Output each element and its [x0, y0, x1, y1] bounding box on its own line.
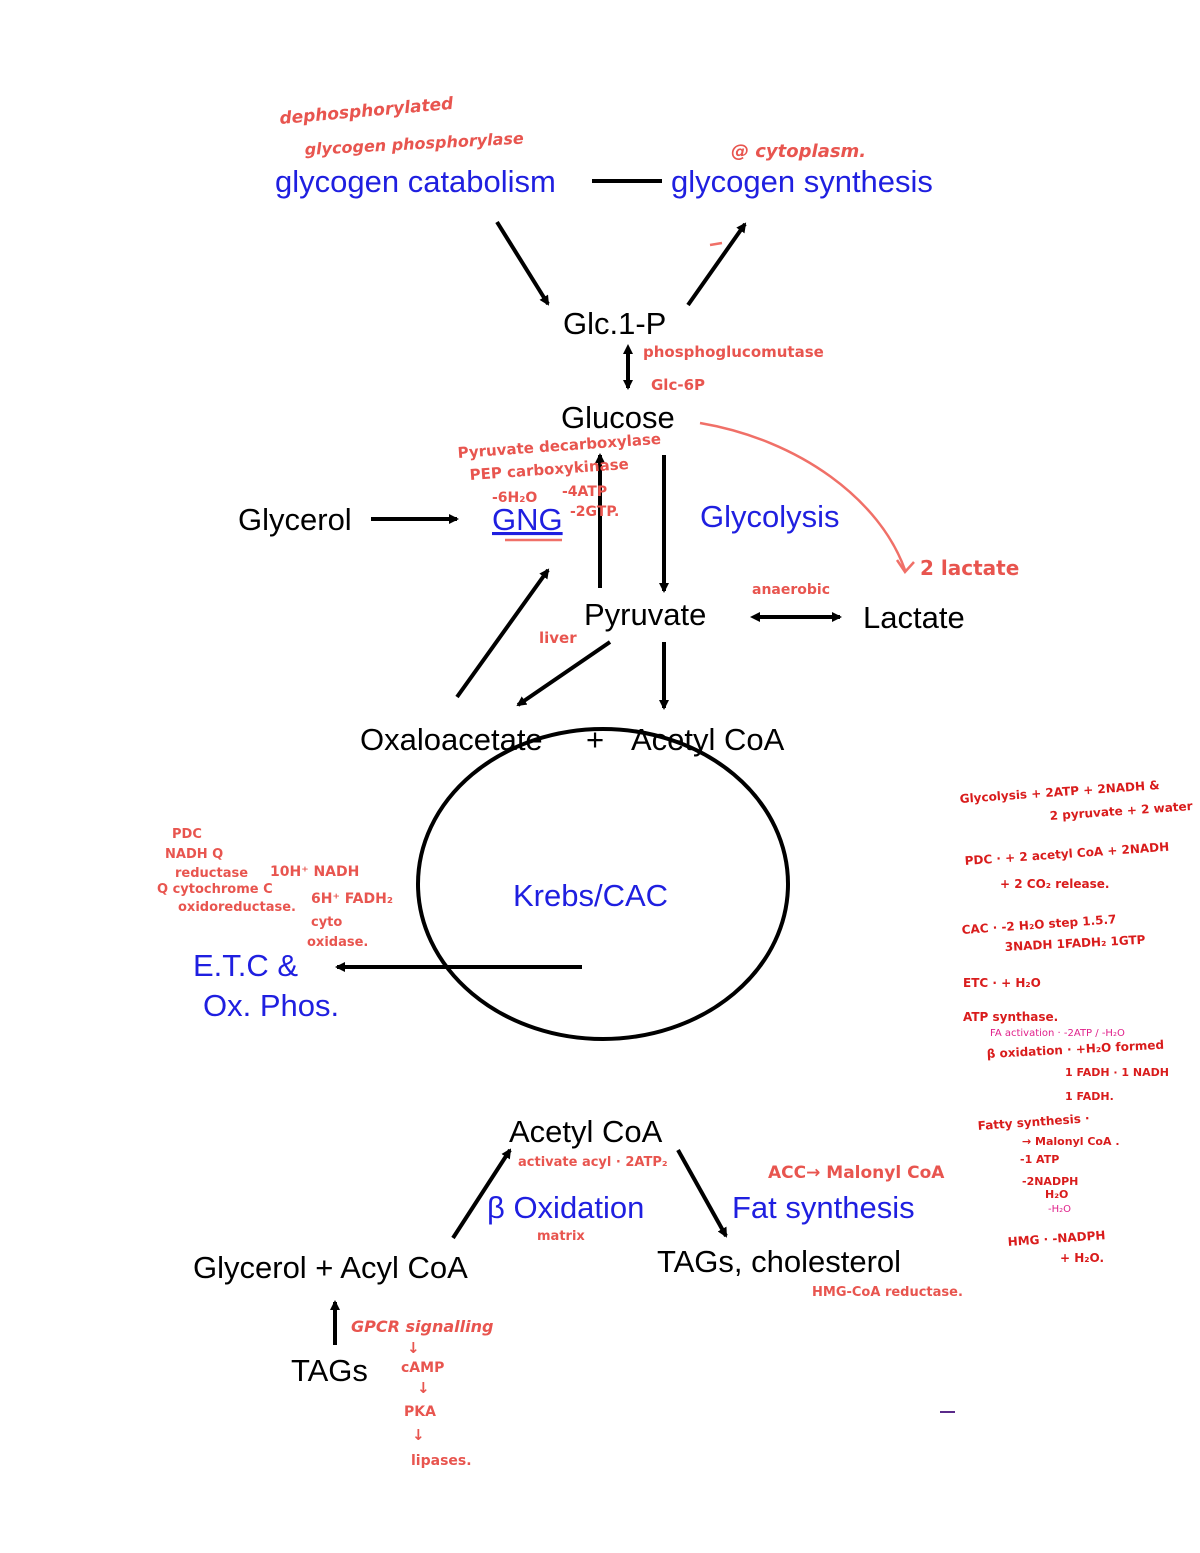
arrow-acetylcoa-to-tags: [676, 1149, 728, 1238]
summary-note: H₂O: [1045, 1188, 1068, 1201]
summary-note: HMG · -NADPH: [1007, 1228, 1106, 1249]
note-hmg-coa-reductase: HMG-CoA reductase.: [812, 1285, 963, 1300]
note-etc-nadh-q: NADH Q: [165, 847, 223, 862]
note-2-lactate: 2 lactate: [920, 556, 1019, 580]
oxaloacetate-label: Oxaloacetate: [360, 722, 543, 757]
summary-note: -H₂O: [1048, 1204, 1071, 1215]
arrow-catabolism-to-glc1p: [495, 220, 550, 306]
note-minus-4atp: -4ATP: [562, 484, 607, 500]
glycerol-acyl-coa-label: Glycerol + Acyl CoA: [193, 1250, 468, 1285]
glycolysis-label: Glycolysis: [700, 499, 840, 534]
note-glc6p: Glc-6P: [651, 376, 705, 394]
pyruvate-label: Pyruvate: [584, 597, 706, 632]
note-matrix: matrix: [537, 1229, 585, 1244]
summary-note: -2NADPH: [1022, 1175, 1078, 1188]
note-liver: liver: [539, 629, 577, 647]
lactate-label: Lactate: [863, 600, 965, 635]
note-etc-q-cytochrome: Q cytochrome C: [157, 882, 273, 897]
tags-cholesterol-label: TAGs, cholesterol: [657, 1244, 901, 1279]
ox-phos-label: Ox. Phos.: [203, 988, 339, 1023]
summary-note: + 2 CO₂ release.: [1000, 877, 1109, 891]
plus-sign: +: [586, 722, 604, 757]
summary-note: 2 pyruvate + 2 water: [1049, 799, 1193, 823]
summary-note: 1 FADH.: [1065, 1090, 1114, 1103]
arrow-glc1p-to-synthesis: [686, 222, 747, 307]
note-dephosphorylated: dephosphorylated: [279, 94, 455, 129]
note-etc-oxidase: oxidase.: [307, 935, 368, 950]
krebs-cycle-circle: [416, 727, 790, 1041]
summary-note: 3NADH 1FADH₂ 1GTP: [1004, 933, 1145, 954]
note-etc-cyto: cyto: [311, 915, 342, 930]
arrow-bottom-to-acetylcoa: [451, 1148, 512, 1240]
summary-note: Glycolysis + 2ATP + 2NADH &: [959, 778, 1160, 806]
tags-label: TAGs: [291, 1353, 368, 1388]
note-minus-2gtp: -2GTP.: [570, 504, 619, 520]
etc-label: E.T.C &: [193, 948, 298, 983]
acetyl-coa-bottom-label: Acetyl CoA: [509, 1114, 663, 1149]
summary-note: PDC · + 2 acetyl CoA + 2NADH: [964, 840, 1169, 868]
note-anaerobic: anaerobic: [752, 582, 830, 598]
note-gpcr-signalling: GPCR signalling: [351, 1317, 493, 1336]
gng-label: GNG: [492, 502, 563, 537]
note-pyruvate-decarboxylase: Pyruvate decarboxylase: [457, 430, 662, 462]
summary-note: CAC · -2 H₂O step 1.5.7: [961, 912, 1117, 937]
note-camp: cAMP: [401, 1360, 444, 1376]
summary-note: -1 ATP: [1020, 1153, 1059, 1166]
glycogen-catabolism-label: glycogen catabolism: [275, 164, 556, 199]
note-cytoplasm: @ cytoplasm.: [731, 141, 866, 162]
note-phosphoglucomutase: phosphoglucomutase: [643, 343, 824, 361]
note-lipases: lipases.: [411, 1453, 472, 1469]
glc1p-label: Glc.1-P: [563, 306, 666, 341]
fat-synthesis-label: Fat synthesis: [732, 1190, 915, 1225]
red-arrowhead-lactate: [895, 559, 915, 575]
summary-note: β oxidation · +H₂O formed: [986, 1038, 1164, 1061]
note-etc-10h-nadh: 10H⁺ NADH: [270, 864, 359, 880]
glucose-label: Glucose: [561, 400, 675, 435]
glycerol-label: Glycerol: [238, 502, 352, 537]
summary-note: + H₂O.: [1060, 1251, 1104, 1265]
note-acc-malonyl: ACC→ Malonyl CoA: [768, 1163, 945, 1183]
note-glycogen-phosphorylase: glycogen phosphorylase: [304, 129, 524, 159]
red-tick-mark: [709, 241, 723, 247]
summary-note: ETC · + H₂O: [963, 976, 1041, 990]
arrow-pyruvate-to-oxaloacetate: [516, 640, 612, 707]
acetyl-coa-top-label: Acetyl CoA: [631, 722, 785, 757]
summary-note: 1 FADH · 1 NADH: [1065, 1066, 1169, 1079]
note-down-arrow-1: ↓: [407, 1339, 420, 1357]
summary-note: FA activation · -2ATP / -H₂O: [990, 1028, 1125, 1039]
arrow-oxaloacetate-to-gng: [455, 568, 550, 699]
beta-oxidation-label: β Oxidation: [487, 1190, 644, 1225]
note-etc-oxidoreductase: oxidoreductase.: [178, 900, 296, 915]
note-pka: PKA: [404, 1404, 436, 1420]
note-etc-reductase: reductase: [175, 866, 248, 881]
summary-note: Fatty synthesis ·: [977, 1111, 1090, 1133]
summary-notes-block: Glycolysis + 2ATP + 2NADH & 2 pyruvate +…: [959, 778, 1193, 1265]
summary-note: ATP synthase.: [963, 1010, 1058, 1024]
summary-note: → Malonyl CoA .: [1022, 1135, 1120, 1148]
note-activate-acyl: activate acyl · 2ATP₂: [518, 1155, 668, 1170]
note-down-arrow-2: ↓: [417, 1379, 430, 1397]
note-etc-6h-fadh2: 6H⁺ FADH₂: [311, 891, 393, 907]
note-minus-6h2o: -6H₂O: [492, 490, 537, 506]
note-down-arrow-3: ↓: [412, 1426, 425, 1444]
glycogen-synthesis-label: glycogen synthesis: [671, 164, 933, 199]
red-curve-glucose-to-lactate: [699, 421, 907, 571]
note-etc-pdc: PDC: [172, 827, 202, 842]
krebs-label: Krebs/CAC: [513, 878, 668, 913]
